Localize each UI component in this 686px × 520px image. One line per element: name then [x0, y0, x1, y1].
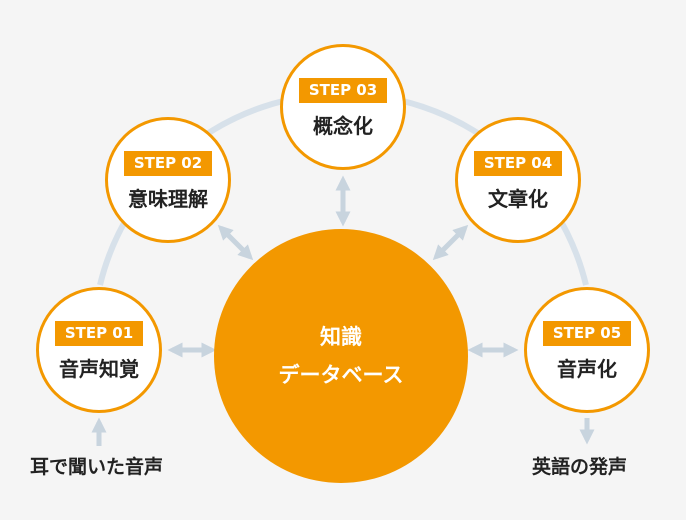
step-01-badge: STEP 01: [54, 320, 144, 346]
step-05-node: STEP 05 音声化: [524, 287, 650, 413]
input-label: 耳で聞いた音声: [30, 456, 164, 478]
output-label: 英語の発声: [532, 456, 628, 478]
step-05-badge: STEP 05: [542, 320, 632, 346]
step-03-badge: STEP 03: [298, 77, 388, 103]
hub-label-line2: データベース: [278, 363, 404, 387]
step-01-node: STEP 01 音声知覚: [36, 287, 162, 413]
step-02-badge: STEP 02: [123, 150, 213, 176]
step-05-label: 音声化: [557, 356, 617, 381]
step-01-label: 音声知覚: [59, 356, 139, 381]
arrow-step04-hub: [432, 224, 469, 261]
step-04-badge: STEP 04: [473, 150, 563, 176]
step-02-label: 意味理解: [128, 186, 208, 211]
step-03-label: 概念化: [313, 113, 373, 138]
step-03-node: STEP 03 概念化: [280, 44, 406, 170]
step-04-label: 文章化: [488, 186, 548, 211]
step-02-node: STEP 02 意味理解: [105, 117, 231, 243]
arrow-step02-hub: [217, 224, 254, 261]
hub-label-line1: 知識: [320, 325, 362, 349]
knowledge-database-hub: 知識 データベース: [214, 229, 468, 483]
step-04-node: STEP 04 文章化: [455, 117, 581, 243]
